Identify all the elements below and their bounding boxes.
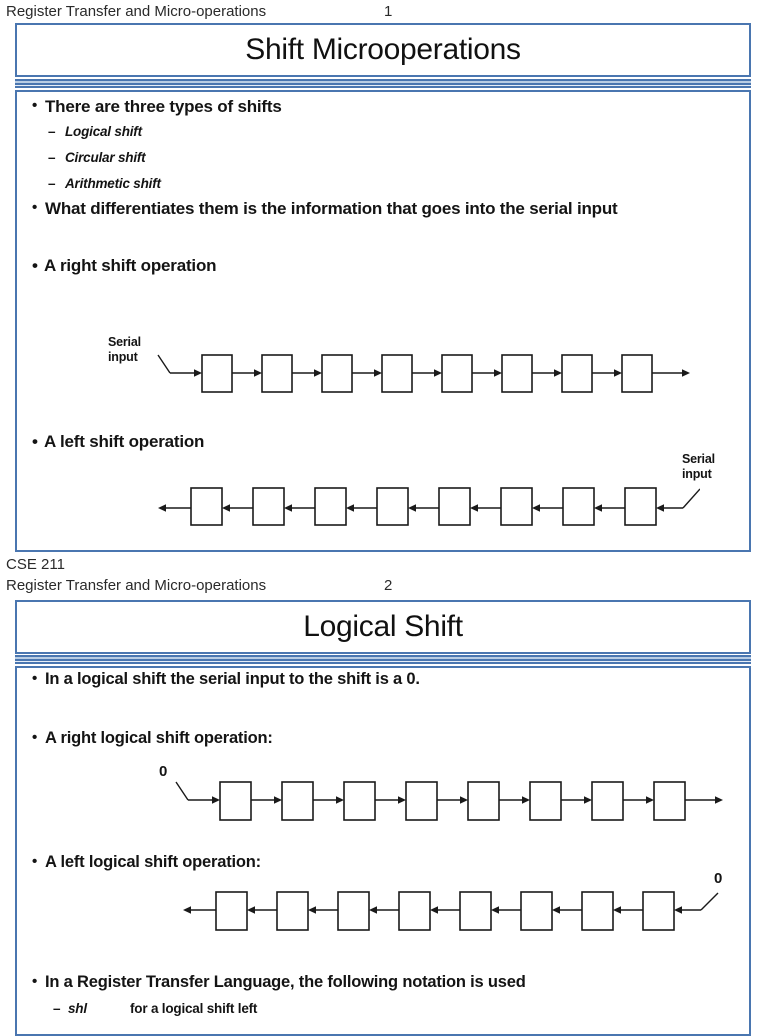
bullet-text: A left logical shift operation:	[45, 853, 261, 871]
slide1-content-box	[15, 90, 751, 552]
bullet-glyph: •	[32, 256, 38, 275]
slide1-title-box: Shift Microoperations	[15, 23, 751, 77]
serial-input-label: Serial input	[682, 452, 715, 481]
serial-input-label: Serial input	[108, 335, 141, 364]
sub-bullet-text: Logical shift	[65, 124, 142, 139]
slide2-title-box: Logical Shift	[15, 600, 751, 654]
heading-text: A right shift operation	[44, 256, 217, 275]
page-number: 2	[384, 577, 393, 594]
dash-glyph: –	[48, 176, 56, 191]
bullet-glyph: •	[32, 670, 38, 687]
course-code: CSE 211	[6, 556, 65, 573]
bullet-text: In a logical shift the serial input to t…	[45, 670, 420, 688]
bullet-glyph: •	[32, 199, 38, 216]
dash-glyph: –	[48, 150, 56, 165]
slide1-title: Shift Microoperations	[245, 33, 521, 66]
bullet-glyph: •	[32, 973, 38, 990]
page2-header: Register Transfer and Micro-operations 2	[6, 577, 392, 594]
zero-input-label: 0	[159, 763, 168, 780]
heading-text: A left shift operation	[44, 432, 205, 451]
slide2-title: Logical Shift	[303, 610, 463, 643]
bullet-text: A right logical shift operation:	[45, 729, 273, 747]
bullet-text: What differentiates them is the informat…	[45, 199, 618, 218]
page-number: 1	[384, 3, 393, 20]
right-shift-heading: • A right shift operation	[32, 256, 217, 276]
title-separator	[15, 79, 751, 88]
header-title: Register Transfer and Micro-operations	[6, 577, 267, 594]
slide2-content-box	[15, 666, 751, 1036]
bullet-glyph: •	[32, 729, 38, 746]
logical-shift-diagram-right	[175, 781, 723, 821]
notation-description: for a logical shift left	[130, 1001, 258, 1016]
bullet-item: • A right logical shift operation:	[32, 729, 273, 748]
sub-bullet-text: Arithmetic shift	[65, 176, 161, 191]
title-separator	[15, 655, 751, 664]
left-shift-heading: • A left shift operation	[32, 432, 204, 452]
notation-item: – shl for a logical shift left	[53, 1001, 257, 1016]
bullet-item: • In a logical shift the serial input to…	[32, 670, 420, 689]
sub-bullet-item: – Circular shift	[48, 150, 146, 165]
bullet-text: In a Register Transfer Language, the fol…	[45, 973, 526, 991]
logical-shift-diagram-left	[183, 891, 719, 931]
shift-register-diagram-left	[158, 487, 700, 526]
course-footer: CSE 211	[6, 556, 65, 573]
bullet-item: • There are three types of shifts	[32, 97, 282, 117]
bullet-item: • What differentiates them is the inform…	[32, 199, 618, 219]
notation-term: shl	[68, 1001, 87, 1016]
bullet-glyph: •	[32, 432, 38, 451]
bullet-item: • A left logical shift operation:	[32, 853, 261, 872]
dash-glyph: –	[53, 1001, 61, 1016]
dash-glyph: –	[48, 124, 56, 139]
zero-input-label: 0	[714, 870, 723, 887]
shift-register-diagram-right	[157, 354, 690, 393]
sub-bullet-item: – Logical shift	[48, 124, 142, 139]
bullet-text: There are three types of shifts	[45, 97, 282, 116]
bullet-glyph: •	[32, 97, 38, 114]
header-title: Register Transfer and Micro-operations	[6, 3, 267, 20]
bullet-glyph: •	[32, 853, 38, 870]
sub-bullet-text: Circular shift	[65, 150, 146, 165]
page1-header: Register Transfer and Micro-operations 1	[6, 3, 392, 20]
sub-bullet-item: – Arithmetic shift	[48, 176, 161, 191]
bullet-item: • In a Register Transfer Language, the f…	[32, 973, 526, 992]
